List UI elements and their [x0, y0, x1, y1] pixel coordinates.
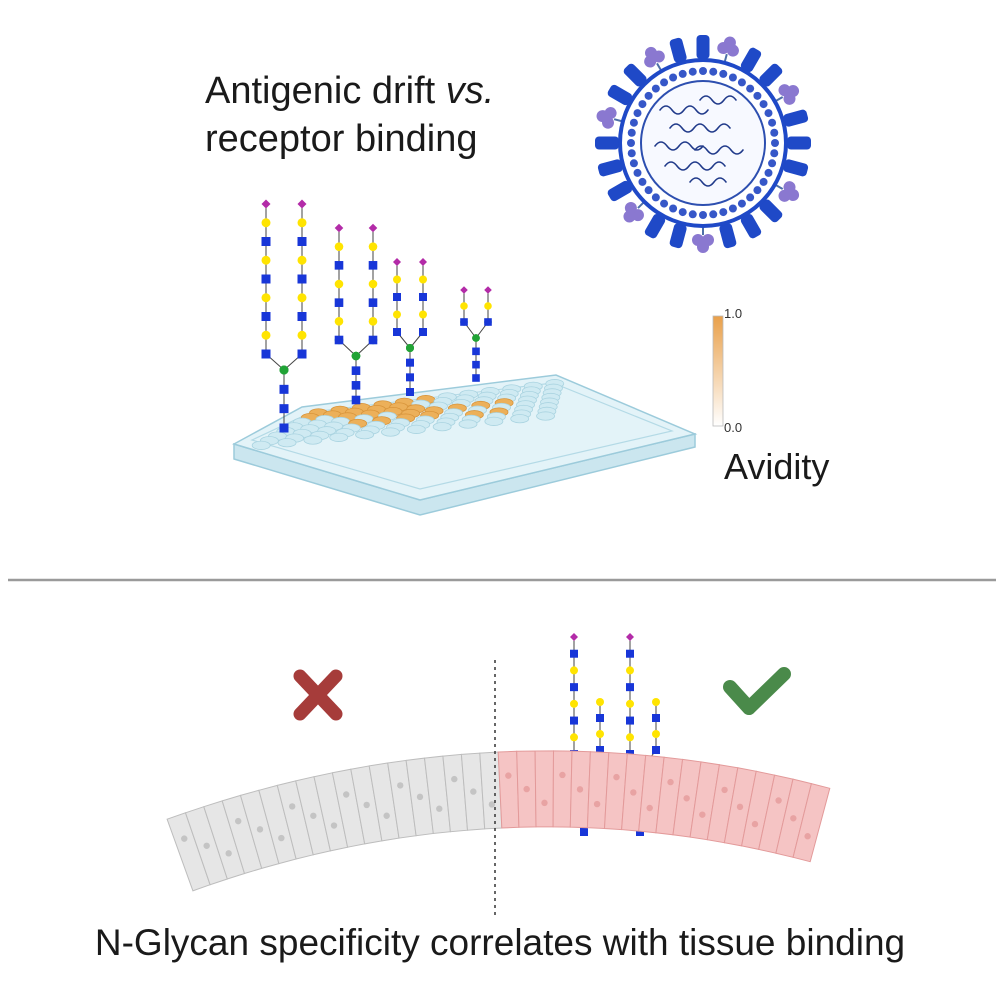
epithelial-tissue: [166, 750, 831, 892]
hemagglutinin-spike: [740, 213, 762, 239]
bottom-panel-caption: N-Glycan specificity correlates with tis…: [94, 922, 906, 963]
avidity-colorbar: [712, 315, 724, 427]
colorbar-max-label: 1.0: [724, 306, 743, 321]
neuraminidase-spike: [623, 201, 645, 223]
hemagglutinin-spike: [783, 159, 809, 177]
hemagglutinin-spike: [669, 223, 687, 249]
hemagglutinin-spike: [787, 136, 811, 150]
hemagglutinin-spike: [595, 136, 619, 150]
top-panel-title: Antigenic drift vs. receptor binding: [205, 68, 494, 163]
hemagglutinin-spike: [759, 63, 783, 87]
hemagglutinin-spike: [607, 84, 633, 106]
hemagglutinin-spike: [597, 159, 623, 177]
glycan-structures: [261, 199, 660, 836]
hemagglutinin-spike: [719, 223, 737, 249]
neuraminidase-spike: [775, 84, 800, 105]
colorbar-min-label: 0.0: [724, 420, 743, 435]
neuraminidase-spike: [775, 181, 800, 202]
neuraminidase-spike: [596, 107, 623, 129]
hemagglutinin-spike: [696, 35, 710, 59]
cross-icon: [293, 669, 343, 721]
microarray-plate: [232, 374, 698, 516]
neuraminidase-spike: [717, 36, 739, 63]
hemagglutinin-spike: [607, 180, 633, 202]
colorbar-title: Avidity: [724, 446, 830, 487]
glycan-tree-2: [334, 223, 378, 405]
title-text-part1: Antigenic drift: [205, 70, 446, 112]
influenza-virus-icon: [595, 35, 811, 253]
glycan-tree-4: [460, 286, 492, 382]
neuraminidase-spike: [692, 227, 714, 253]
hemagglutinin-spike: [740, 47, 762, 73]
hemagglutinin-spike: [669, 37, 687, 63]
title-text-line2: receptor binding: [205, 117, 478, 160]
check-icon: [723, 667, 791, 715]
hemagglutinin-spike: [783, 109, 809, 127]
glycan-tree-3: [393, 258, 427, 396]
neuraminidase-spike: [644, 46, 665, 71]
glycan-tree-1: [261, 199, 307, 433]
title-text-italic: vs.: [445, 70, 495, 112]
hemagglutinin-spike: [644, 213, 666, 239]
hemagglutinin-spike: [623, 63, 647, 87]
hemagglutinin-spike: [759, 199, 783, 223]
